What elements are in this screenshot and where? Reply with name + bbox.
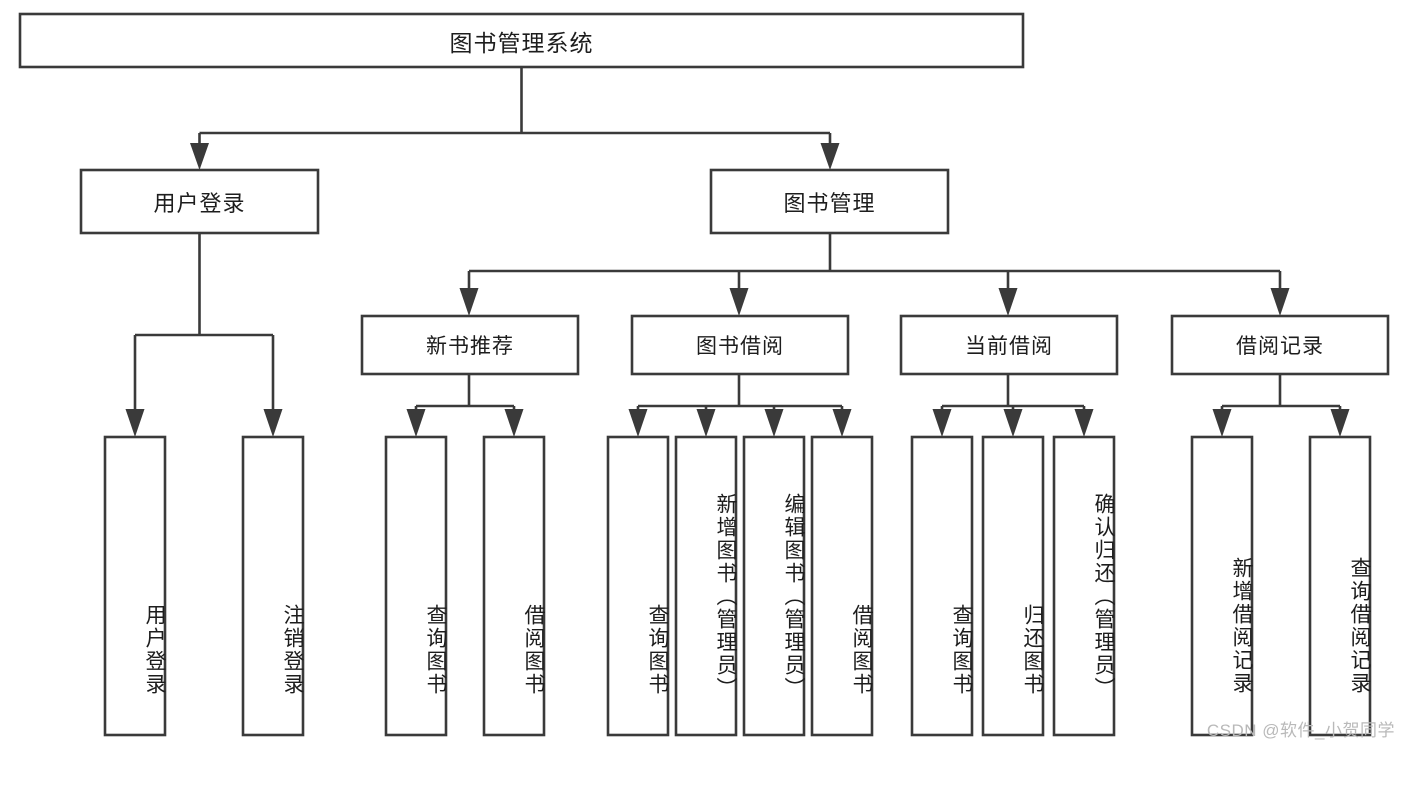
node-box-book-borrow[interactable] (630, 314, 850, 376)
node-label-book-management: 图书管理 (783, 190, 876, 216)
csdn-watermark: CSDN @软件_小贺同学 (1206, 721, 1395, 740)
node-label-new-book-recommend: 新书推荐 (426, 335, 514, 358)
node-label-user-login: 用户登录 (153, 190, 246, 216)
leaf-box-11[interactable] (1190, 435, 1254, 737)
arrow-root-to-book-mgmt (820, 143, 840, 170)
arrow-userlogin-to-leaf1 (125, 409, 145, 437)
leaf-box-1[interactable] (241, 435, 305, 737)
leaf-box-4[interactable] (606, 435, 670, 737)
diagram-canvas: 图书管理系统 用户登录 图书管理 新书推荐 图书借阅 当前借阅 借阅记录 用户登… (18, 12, 1395, 740)
connector-group-newbook-to-leaves (406, 374, 524, 437)
arrow-current-to-leaf3 (1074, 409, 1094, 437)
leaf-box-3[interactable] (482, 435, 546, 737)
arrow-record-to-leaf2 (1330, 409, 1350, 437)
leaf-box-0[interactable] (103, 435, 167, 737)
arrow-bookmgmt-to-record (1270, 288, 1290, 316)
connector-group-root-to-level2 (190, 67, 840, 170)
arrow-newbook-to-leaf2 (504, 409, 524, 437)
leaf-box-10[interactable] (1052, 435, 1116, 737)
leaf-box-12[interactable] (1308, 435, 1372, 737)
arrow-bookmgmt-to-current (998, 288, 1018, 316)
connector-group-bookmgmt-to-level3 (459, 233, 1290, 316)
arrow-current-to-leaf1 (932, 409, 952, 437)
leaf-box-2[interactable] (384, 435, 448, 737)
arrow-newbook-to-leaf1 (406, 409, 426, 437)
arrow-borrow-to-leaf4 (832, 409, 852, 437)
arrow-bookmgmt-to-borrow (729, 288, 749, 316)
node-box-book-management[interactable] (709, 168, 950, 235)
leaf-box-8[interactable] (910, 435, 974, 737)
arrow-bookmgmt-to-newbook (459, 288, 479, 316)
node-box-borrow-record[interactable] (1170, 314, 1390, 376)
node-label-book-borrow: 图书借阅 (696, 335, 784, 358)
leaf-box-5[interactable] (674, 435, 738, 737)
node-box-new-book-recommend[interactable] (360, 314, 580, 376)
node-box-root[interactable] (18, 12, 1025, 69)
arrow-borrow-to-leaf2 (696, 409, 716, 437)
connector-group-userlogin-to-leaves (125, 233, 283, 437)
node-label-root: 图书管理系统 (449, 29, 594, 56)
arrow-record-to-leaf1 (1212, 409, 1232, 437)
arrow-borrow-to-leaf3 (764, 409, 784, 437)
arrow-root-to-user-login (190, 143, 209, 170)
connector-group-record-to-leaves (1212, 374, 1350, 437)
node-box-user-login[interactable] (79, 168, 320, 235)
node-label-borrow-record: 借阅记录 (1236, 335, 1324, 358)
leaf-box-7[interactable] (810, 435, 874, 737)
arrow-current-to-leaf2 (1003, 409, 1023, 437)
leaf-box-6[interactable] (742, 435, 806, 737)
node-box-current-borrow[interactable] (899, 314, 1119, 376)
arrow-borrow-to-leaf1 (628, 409, 648, 437)
connector-group-borrow-to-leaves (628, 374, 852, 437)
connector-group-current-to-leaves (932, 374, 1094, 437)
flowchart-svg (18, 12, 1390, 737)
node-label-current-borrow: 当前借阅 (965, 335, 1053, 358)
arrow-userlogin-to-leaf2 (263, 409, 283, 437)
leaf-box-9[interactable] (981, 435, 1045, 737)
